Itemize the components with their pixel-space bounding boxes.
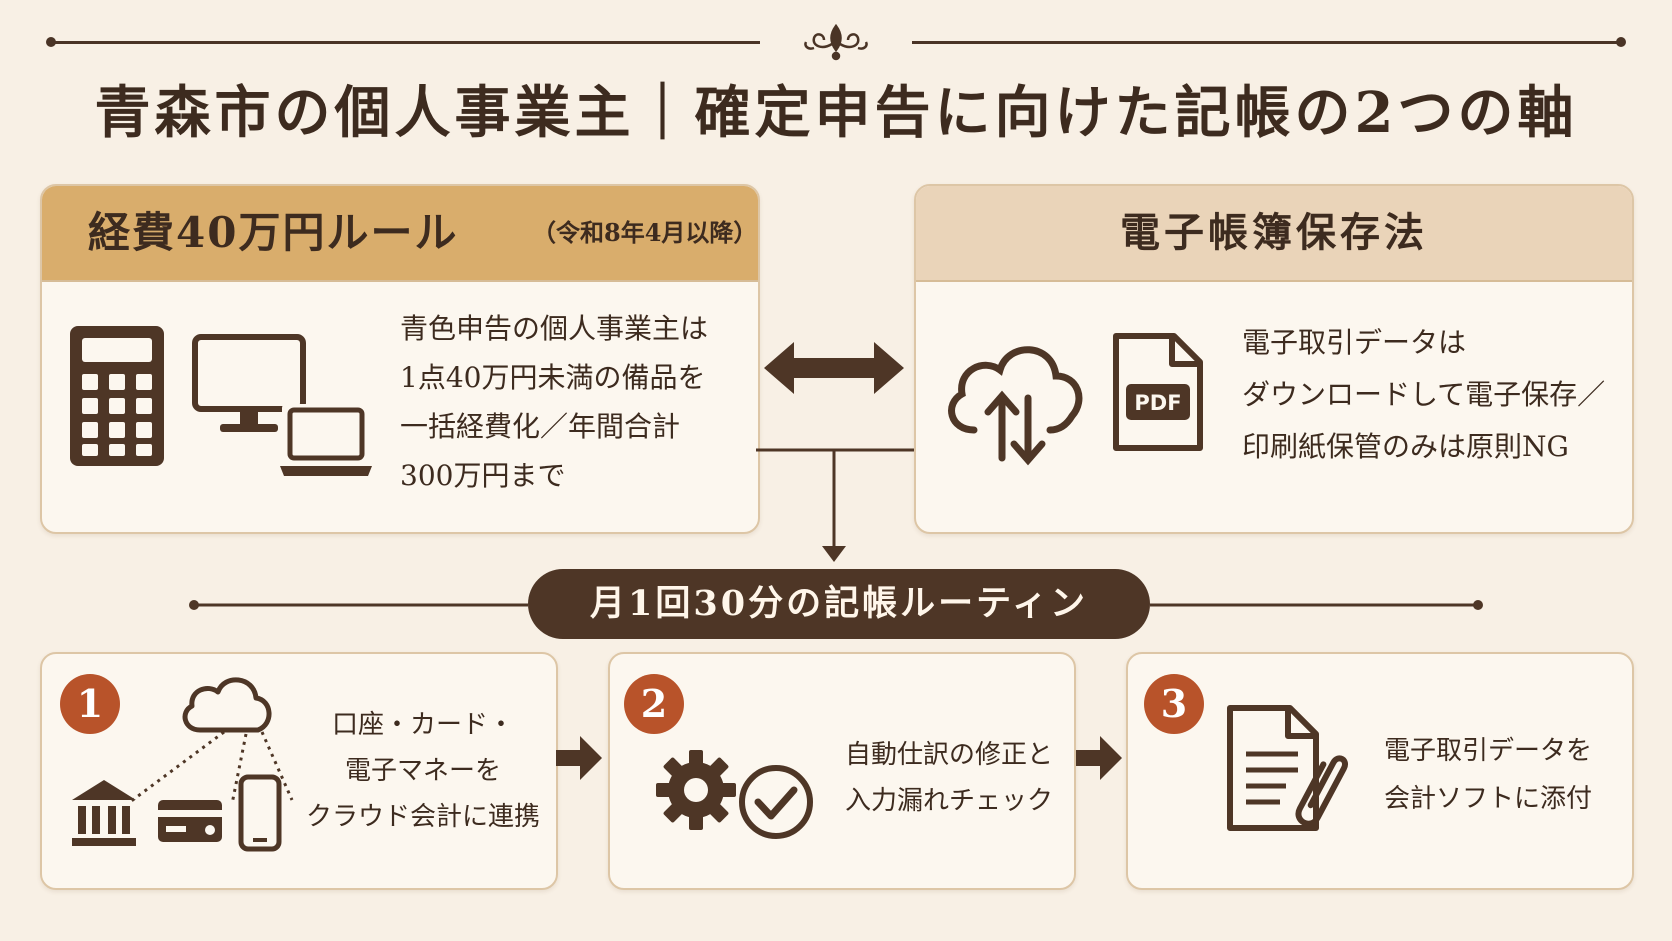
step-card-1: 1 口座・カード・ 電子マネーを クラウド会計に連携	[40, 652, 558, 890]
step-2-line-1: 自動仕訳の修正と	[844, 740, 1053, 770]
expense-rule-header: 経費40万円ルール （令和8年4月以降）	[42, 186, 758, 282]
top-line-right-dot	[1616, 37, 1626, 47]
step-2-line-2: 入力漏れチェック	[844, 786, 1053, 816]
step-3-line-2: 会計ソフトに添付	[1383, 784, 1592, 814]
pdf-label: PDF	[1134, 391, 1182, 415]
e-book-law-line-2: ダウンロードして電子保存／	[1242, 378, 1606, 411]
step-number-2: 2	[624, 674, 684, 734]
top-line-left	[50, 41, 760, 44]
step-card-2: 2 自動仕訳の修正と 入力漏れチェック	[608, 652, 1076, 890]
bank-icon	[72, 780, 136, 846]
pdf-file-icon	[1113, 333, 1203, 451]
calculator-icon	[70, 326, 164, 466]
expense-rule-line-4: 300万円まで	[400, 459, 566, 492]
document-clip-icon	[1227, 705, 1348, 831]
expense-rule-heading: 経費40万円ルール	[88, 208, 459, 257]
step-1-line-2: 電子マネーを	[344, 756, 501, 786]
step-1-line-3: クラウド会計に連携	[305, 802, 540, 832]
expense-rule-line-2: 1点40万円未満の備品を	[400, 361, 706, 394]
check-circle-icon	[739, 765, 813, 839]
step-1-line-1: 口座・カード・	[331, 710, 514, 740]
routine-label: 月1回30分の記帳ルーティン	[528, 569, 1150, 639]
expense-rule-line-3: 一括経費化／年間合計	[400, 410, 681, 443]
cloud-sync-icon	[948, 346, 1083, 466]
top-line-right	[912, 41, 1622, 44]
expense-rule-card: 経費40万円ルール （令和8年4月以降） 青色申告の個人事業主は 1点40万円未…	[40, 184, 760, 534]
expense-rule-line-1: 青色申告の個人事業主は	[400, 312, 709, 345]
credit-card-icon	[158, 800, 222, 842]
gear-icon	[656, 750, 736, 830]
expense-rule-heading-note: （令和8年4月以降）	[532, 218, 758, 247]
smartphone-icon	[238, 774, 282, 852]
step-arrow-1	[556, 736, 602, 780]
step-number-3: 3	[1144, 674, 1204, 734]
laptop-icon	[280, 404, 372, 476]
e-book-law-line-1: 電子取引データは	[1242, 326, 1467, 359]
e-book-law-header: 電子帳簿保存法	[916, 186, 1632, 282]
monitor-icon	[192, 334, 306, 432]
step-number-1: 1	[60, 674, 120, 734]
step-card-3: 3 電子取引データを 会計ソフトに添付	[1126, 652, 1634, 890]
e-book-law-line-3: 印刷紙保管のみは原則NG	[1242, 430, 1569, 463]
e-book-law-card: 電子帳簿保存法 PDF 電子取引データは ダウンロードして電子保存／ 印刷紙保管…	[914, 184, 1634, 534]
e-book-law-heading: 電子帳簿保存法	[1120, 209, 1428, 256]
step-3-line-1: 電子取引データを	[1383, 736, 1592, 766]
step-arrow-2	[1076, 736, 1122, 780]
ornament-icon	[804, 23, 868, 61]
dotted-links	[129, 730, 294, 805]
cloud-icon	[182, 677, 272, 733]
page-title: 青森市の個人事業主｜確定申告に向けた記帳の2つの軸	[94, 80, 1578, 146]
double-arrow-icon	[764, 342, 904, 394]
